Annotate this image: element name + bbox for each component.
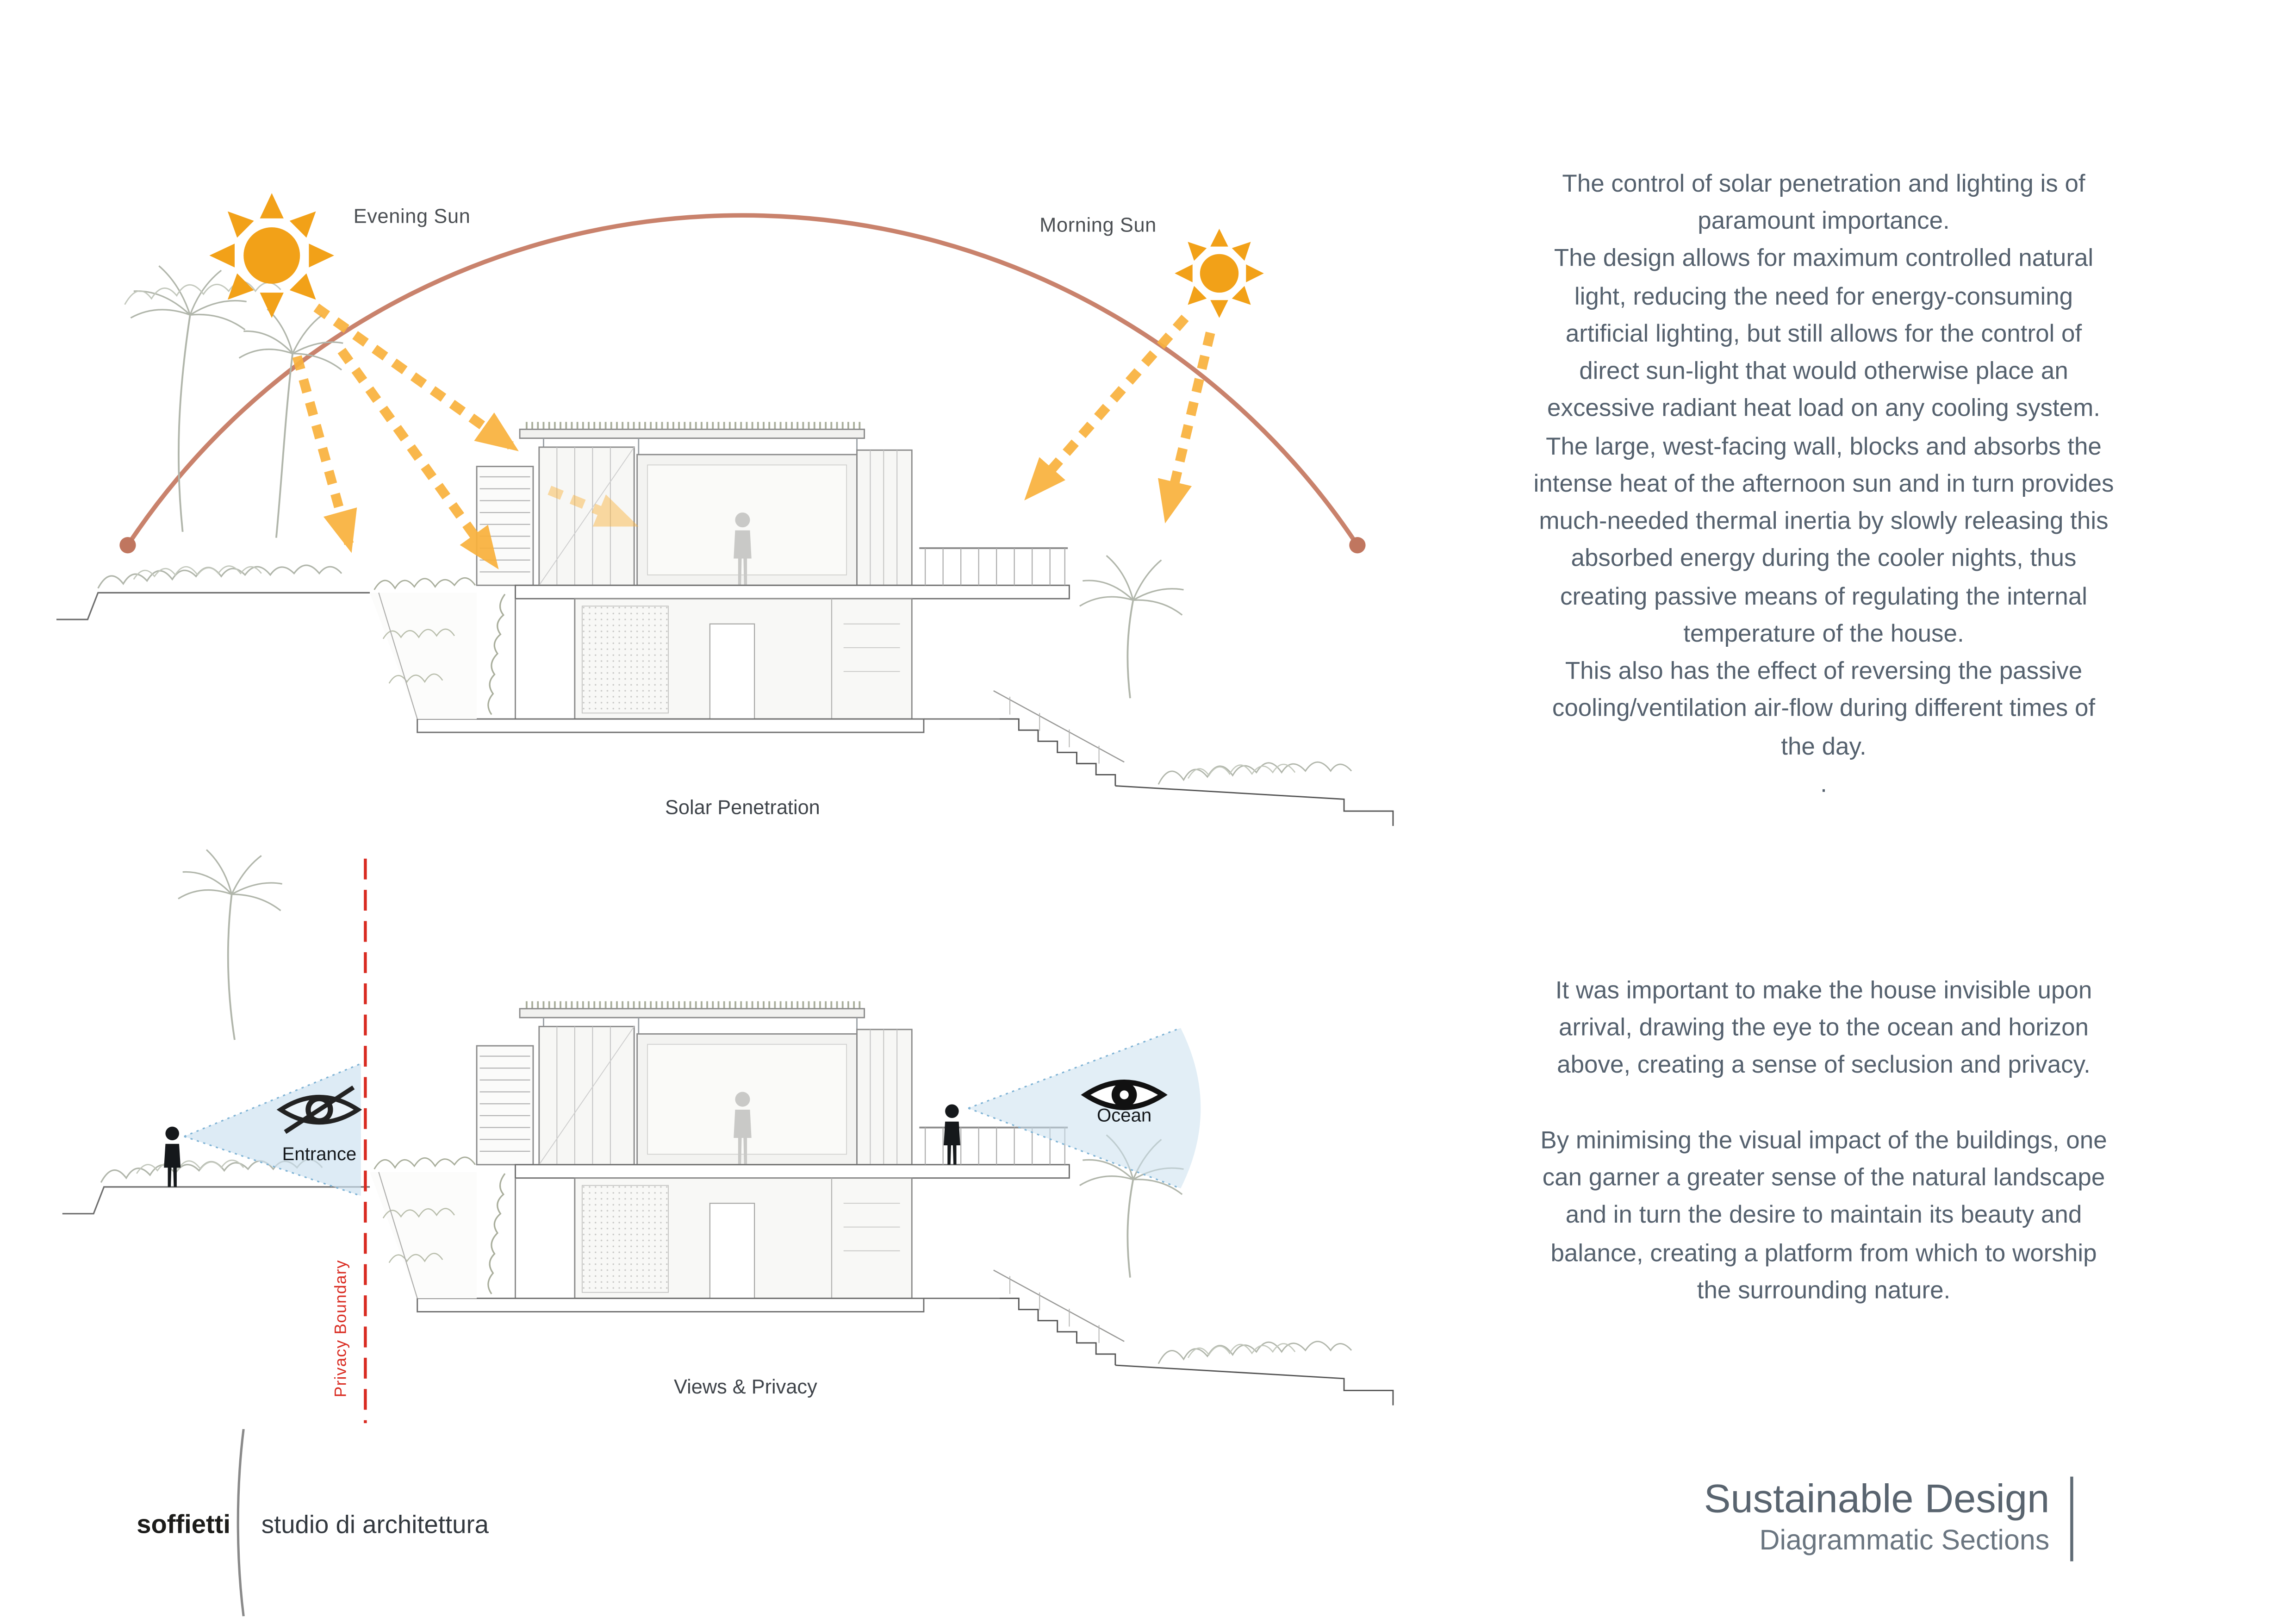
morning-sun-icon — [1175, 229, 1264, 318]
house-section-bottom — [370, 1005, 1393, 1405]
house-section-top — [370, 425, 1393, 826]
evening-sun-label: Evening Sun — [353, 205, 471, 227]
person-on-deck — [943, 1104, 960, 1165]
privacy-boundary-label: Privacy Boundary — [332, 1260, 351, 1398]
page-subtitle: Diagrammatic Sections — [1759, 1525, 2050, 1557]
studio-logo-name: soffietti — [137, 1509, 231, 1539]
page-title: Sustainable Design — [1704, 1476, 2050, 1521]
landscape-left-bottom — [62, 849, 370, 1215]
solar-arrow — [313, 303, 519, 451]
solar-arrow — [292, 355, 357, 553]
solar-arrow — [548, 486, 639, 528]
solar-arrow — [1024, 314, 1189, 501]
sections-drawing — [56, 193, 1485, 1424]
ocean-eye-icon — [1081, 1080, 1168, 1110]
person-arriving — [164, 1126, 181, 1187]
privacy-caption: Views & Privacy — [673, 1375, 817, 1398]
privacy-description-text: It was important to make the house invis… — [1540, 977, 2107, 1305]
entrance-eye-icon — [276, 1085, 362, 1134]
privacy-section-group — [62, 849, 1393, 1424]
landscape-left-top — [56, 265, 370, 620]
solar-caption: Solar Penetration — [665, 796, 820, 819]
studio-logo-tagline: studio di architettura — [261, 1511, 489, 1539]
sun-path-arc — [119, 213, 1366, 554]
entrance-label: Entrance — [282, 1143, 357, 1165]
morning-sun-label: Morning Sun — [1039, 214, 1157, 237]
solar-description-text: The control of solar penetration and lig… — [1533, 171, 2114, 798]
view-cone-entrance — [184, 1063, 361, 1197]
solar-rays-arrows — [292, 303, 1215, 569]
evening-sun-icon — [209, 193, 335, 318]
solar-arrow — [337, 348, 499, 569]
solar-arrow — [1158, 331, 1215, 524]
ocean-label: Ocean — [1097, 1105, 1152, 1126]
logo-divider — [236, 1429, 245, 1617]
view-cone-ocean — [968, 1027, 1201, 1189]
title-block: Sustainable Design Diagrammatic Sections — [1604, 1476, 2073, 1561]
solar-section-group — [56, 193, 1393, 826]
